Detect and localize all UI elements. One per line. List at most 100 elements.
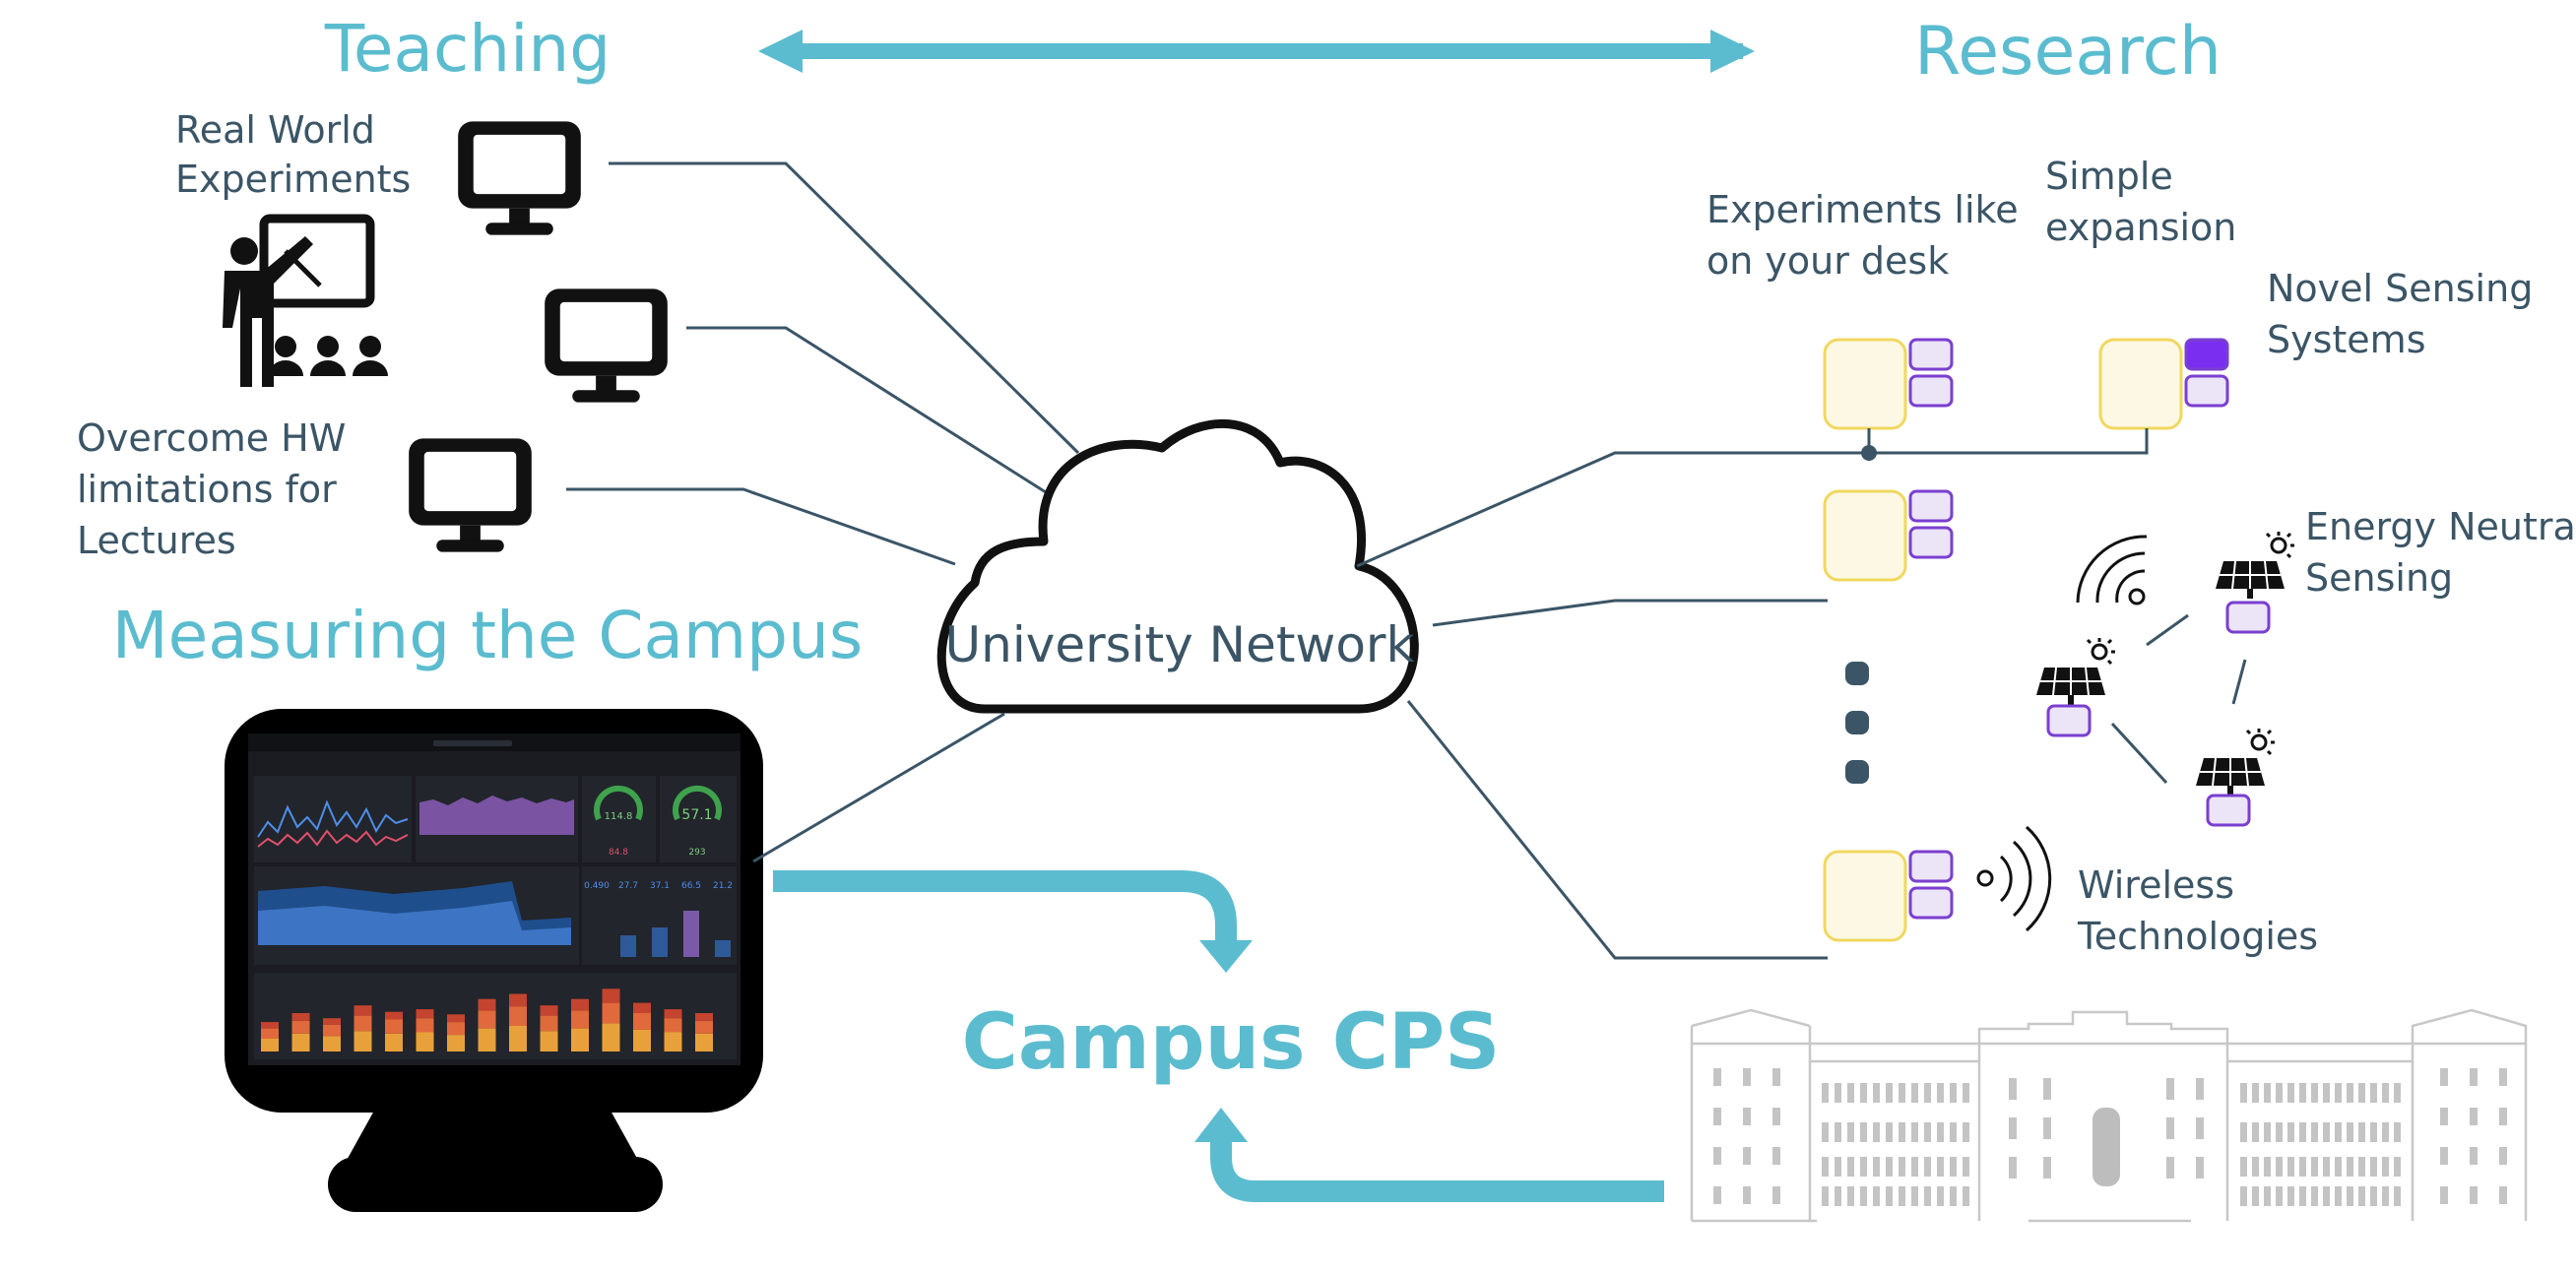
wireless-label-1: Wireless <box>2078 863 2234 907</box>
dashboard-bar-segment <box>633 1013 651 1030</box>
building-window <box>2264 1083 2271 1103</box>
building-window <box>2335 1157 2342 1177</box>
building-window <box>1822 1186 1829 1206</box>
building-window <box>2240 1157 2247 1177</box>
building-window <box>1924 1122 1931 1142</box>
teacher-icon <box>223 214 388 387</box>
building-window <box>1835 1186 1841 1206</box>
bar-label-3: 37.1 <box>650 881 670 891</box>
building-window <box>1847 1083 1854 1103</box>
dashboard-bar-segment <box>385 1033 403 1051</box>
energy-label-2: Sensing <box>2305 556 2453 600</box>
building-window <box>1847 1122 1854 1142</box>
building-window <box>2287 1186 2294 1206</box>
building-window <box>1835 1083 1841 1103</box>
dashboard-bar-segment <box>695 1020 713 1034</box>
building-window <box>1911 1186 1918 1206</box>
building-window <box>1937 1186 1944 1206</box>
solar-panel-icon-1 <box>2216 532 2294 601</box>
building-window <box>2311 1122 2318 1142</box>
building-window <box>2240 1186 2247 1206</box>
building-window <box>2358 1186 2365 1206</box>
building-window <box>1886 1186 1893 1206</box>
building-window <box>2009 1117 2017 1139</box>
building-window <box>2287 1122 2294 1142</box>
building-window <box>2394 1122 2401 1142</box>
building-window <box>2166 1078 2174 1100</box>
building-window <box>2382 1122 2389 1142</box>
building-window <box>1963 1186 1969 1206</box>
energy-node-2 <box>2046 704 2092 737</box>
dashboard-bar-segment <box>261 1028 279 1039</box>
building-window <box>2370 1122 2377 1142</box>
research-title: Research <box>1914 13 2222 91</box>
building-window <box>2196 1157 2204 1178</box>
desk-label-2: on your desk <box>1707 239 1949 283</box>
building-window <box>2240 1122 2247 1142</box>
building-window <box>1911 1122 1918 1142</box>
campus-building <box>1690 1008 2528 1223</box>
dashboard-bar-segment <box>540 1031 558 1051</box>
node-desk <box>1823 338 1954 430</box>
building-window <box>2311 1083 2318 1103</box>
building-window <box>2335 1186 2342 1206</box>
building-window <box>2382 1157 2389 1177</box>
building-window <box>1950 1186 1957 1206</box>
building-window <box>1822 1157 1829 1177</box>
building-window <box>1743 1068 1751 1086</box>
dashboard-bar-segment <box>695 1033 713 1051</box>
signal-icon <box>2076 535 2148 605</box>
building-window <box>2382 1186 2389 1206</box>
overcome-label-2: limitations for <box>77 468 337 511</box>
building-window <box>2252 1122 2259 1142</box>
dashboard-bar-segment <box>323 1036 341 1051</box>
novel-label-2: Systems <box>2267 318 2426 361</box>
building-window <box>2299 1083 2306 1103</box>
dashboard-bar-segment <box>447 1022 465 1036</box>
building-window <box>1743 1186 1751 1204</box>
dashboard-bar-segment <box>291 1013 310 1021</box>
bar-label-2: 27.7 <box>618 881 638 891</box>
building-window <box>1743 1108 1751 1125</box>
campus-arrow-top <box>773 870 1253 973</box>
building-window <box>1822 1122 1829 1142</box>
building-window <box>1963 1157 1969 1177</box>
dashboard-bar-segment <box>291 1033 310 1051</box>
building-window <box>2335 1083 2342 1103</box>
monitor-icon-2 <box>545 288 668 403</box>
building-window <box>2440 1068 2448 1086</box>
node-wireless <box>1823 850 1954 942</box>
building-window <box>1937 1083 1944 1103</box>
building-window <box>2440 1186 2448 1204</box>
dashboard-bar-segment <box>261 1039 279 1051</box>
building-window <box>2299 1157 2306 1177</box>
bar-label-5: 21.2 <box>713 881 733 891</box>
node-expansion <box>2098 338 2229 430</box>
university-network-cloud: University Network <box>936 418 1419 714</box>
dashboard-bar-segment <box>447 1035 465 1051</box>
dashboard-bar-segment <box>664 1009 682 1019</box>
building-window <box>2323 1083 2330 1103</box>
building-window <box>1772 1186 1780 1204</box>
dashboard-bar-segment <box>447 1014 465 1023</box>
building-window <box>1772 1147 1780 1165</box>
dashboard-bar-segment <box>633 1002 651 1013</box>
building-window <box>2358 1157 2365 1177</box>
dashboard-monitor: 114.8 57.1 84.8 293 0.490 27.7 37.1 66.5… <box>225 709 763 1212</box>
building-window <box>2264 1157 2271 1177</box>
building-window <box>2358 1122 2365 1142</box>
building-window <box>2252 1157 2259 1177</box>
teaching-connection-lines <box>566 161 1080 566</box>
building-window <box>2394 1157 2401 1177</box>
solar-panel-icon-3 <box>2196 729 2275 797</box>
dashboard-bar-segment <box>602 1002 620 1024</box>
building-window <box>1873 1186 1880 1206</box>
bar-label-4: 66.5 <box>681 881 701 891</box>
energy-node-3 <box>2206 794 2251 827</box>
building-window <box>2335 1122 2342 1142</box>
dashboard-bar-segment <box>571 998 589 1011</box>
dashboard-bar-segment <box>478 1028 496 1051</box>
building-window <box>2264 1186 2271 1206</box>
building-window <box>1924 1083 1931 1103</box>
